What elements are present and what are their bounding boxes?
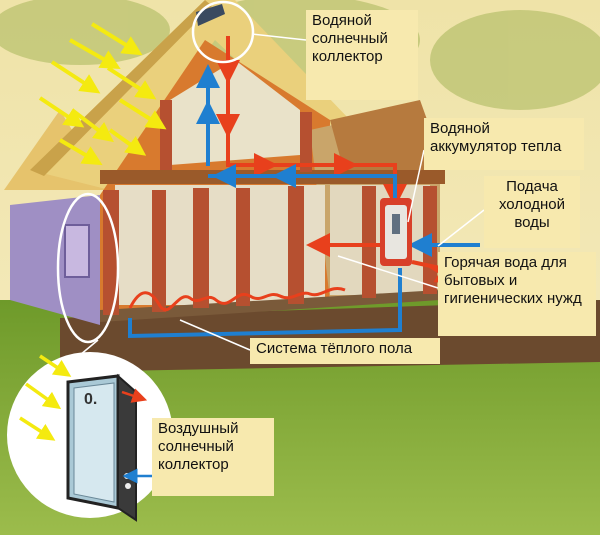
label-text: Воздушный солнечный коллектор [158, 420, 239, 473]
label-cold-water-supply: Подача холодной воды [484, 176, 580, 248]
label-text: Горячая вода для бытовых и гигиенических… [444, 254, 582, 307]
sun-ray-arrow-icon [38, 96, 85, 128]
water-tank-icon [380, 198, 412, 266]
label-text: Подача холодной воды [498, 178, 566, 231]
brick-columns [103, 186, 437, 315]
sun-ray-arrow-icon [70, 108, 114, 143]
gable-window [64, 224, 90, 278]
sun-ray-arrow-icon [118, 98, 167, 130]
sun-ray-arrow-icon [39, 354, 72, 377]
label-water-solar-collector: Водяной солнечный коллектор [306, 10, 418, 100]
floor-slab [100, 290, 440, 322]
sun-ray-arrow-icon [24, 382, 62, 410]
sun-ray-arrow-icon [90, 22, 143, 56]
sun-ray-arrow-icon [58, 138, 103, 166]
label-text: Водяной аккумулятор тепла [430, 120, 562, 155]
sun-ray-arrow-icon [106, 66, 157, 100]
inset-air-collector: 0. [7, 352, 173, 522]
label-text: Водяной солнечный коллектор [312, 12, 388, 65]
roof-edge [30, 0, 212, 176]
label-floor-heating: Система тёплого пола [250, 338, 440, 364]
roof-solar-collector [196, 4, 225, 26]
sun-ray-arrow-icon [19, 416, 56, 441]
inset-glass-mark: 0. [84, 391, 97, 408]
label-text: Система тёплого пола [256, 340, 413, 357]
callout-air-collector [56, 192, 120, 344]
brick-columns-upper [160, 100, 312, 172]
floor-heating-loop [128, 287, 346, 312]
label-hot-water: Горячая вода для бытовых и гигиенических… [438, 252, 596, 336]
callout-circles [56, 0, 255, 344]
main-roof [30, 0, 350, 190]
sun-ray-arrow-icon [69, 38, 121, 69]
label-air-solar-collector: Воздушный солнечный коллектор [152, 418, 274, 496]
cold-water-pipes [128, 64, 480, 339]
hot-flow-arrow-icon [121, 388, 148, 403]
right-roof [330, 100, 445, 175]
callout-roof-collector [191, 0, 255, 64]
sun-ray-arrows [38, 22, 167, 166]
sun-ray-arrow-icon [108, 128, 147, 156]
sun-ray-arrow-icon [50, 60, 101, 94]
label-heat-accumulator: Водяной аккумулятор тепла [424, 118, 584, 170]
